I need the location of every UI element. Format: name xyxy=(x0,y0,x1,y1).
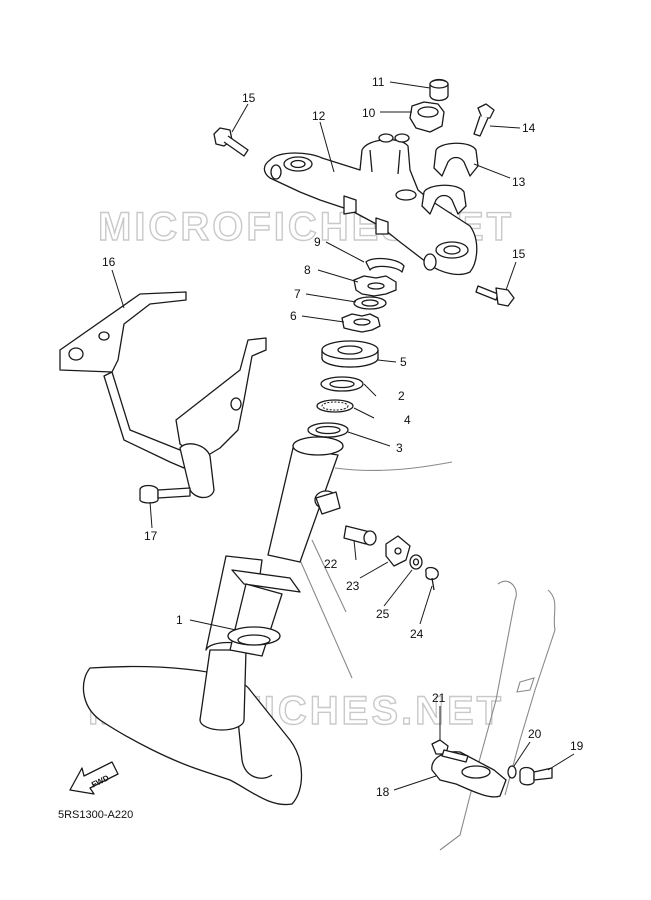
leader-lines xyxy=(111,81,575,791)
callout-15b: 15 xyxy=(512,247,526,261)
stopper-screw xyxy=(425,566,439,591)
steering-stem-nut xyxy=(409,101,445,133)
lock-washer xyxy=(353,296,387,310)
callout-9: 9 xyxy=(314,235,321,249)
bearing-race-lower xyxy=(227,626,281,646)
ring-nut-lower xyxy=(341,313,381,333)
clamp-washer xyxy=(507,765,517,779)
forward-arrow-icon: FWD xyxy=(69,761,119,795)
steering-column xyxy=(229,436,344,657)
callout-1: 1 xyxy=(176,613,183,627)
steering-stopper xyxy=(385,535,411,567)
ball-bearing xyxy=(316,399,354,413)
callout-numbers: 1 2 3 4 5 6 7 8 9 10 11 12 13 14 15 15 1… xyxy=(102,75,584,799)
callout-16: 16 xyxy=(102,255,116,269)
fork-clamp xyxy=(431,751,507,798)
ring-nut-upper xyxy=(353,275,397,297)
stopper-bolt xyxy=(343,525,377,546)
clamp-bolt-top xyxy=(431,739,469,763)
callout-3: 3 xyxy=(396,441,403,455)
callout-19: 19 xyxy=(570,739,584,753)
callout-15a: 15 xyxy=(242,91,256,105)
handlebar-holder-bolt xyxy=(473,103,495,137)
callout-10: 10 xyxy=(362,106,376,120)
callout-13: 13 xyxy=(512,175,526,189)
diagram-code: 5RS1300-A220 xyxy=(58,809,133,821)
callout-2: 2 xyxy=(398,389,405,403)
bracket-bolt xyxy=(139,484,191,504)
callout-7: 7 xyxy=(294,287,301,301)
callout-22: 22 xyxy=(324,557,338,571)
callout-11: 11 xyxy=(372,75,385,89)
callout-12: 12 xyxy=(312,109,326,123)
clamp-bolt-side xyxy=(519,766,553,786)
fork-tube-outline xyxy=(439,580,556,851)
upper-bracket xyxy=(263,133,478,276)
callout-5: 5 xyxy=(400,355,407,369)
callout-14: 14 xyxy=(522,121,536,135)
callout-21: 21 xyxy=(432,691,446,705)
callout-24: 24 xyxy=(410,627,424,641)
bearing-race-upper xyxy=(307,422,349,438)
callout-17: 17 xyxy=(144,529,158,543)
pinch-bolt-right xyxy=(475,285,515,307)
callout-18: 18 xyxy=(376,785,390,799)
bearing-cover xyxy=(321,340,379,368)
stem-cap xyxy=(429,78,449,102)
pinch-bolt-left xyxy=(213,127,249,157)
callout-4: 4 xyxy=(404,413,411,427)
stopper-washer xyxy=(409,554,423,570)
tab-washer xyxy=(365,257,405,273)
bearing-race xyxy=(320,376,364,392)
callout-25: 25 xyxy=(376,607,390,621)
frame-outline xyxy=(299,461,453,679)
callout-6: 6 xyxy=(290,309,297,323)
handlebar-holder xyxy=(421,142,479,215)
callout-20: 20 xyxy=(528,727,542,741)
callout-8: 8 xyxy=(304,263,311,277)
headlight-bracket xyxy=(59,291,267,499)
callout-23: 23 xyxy=(346,579,360,593)
